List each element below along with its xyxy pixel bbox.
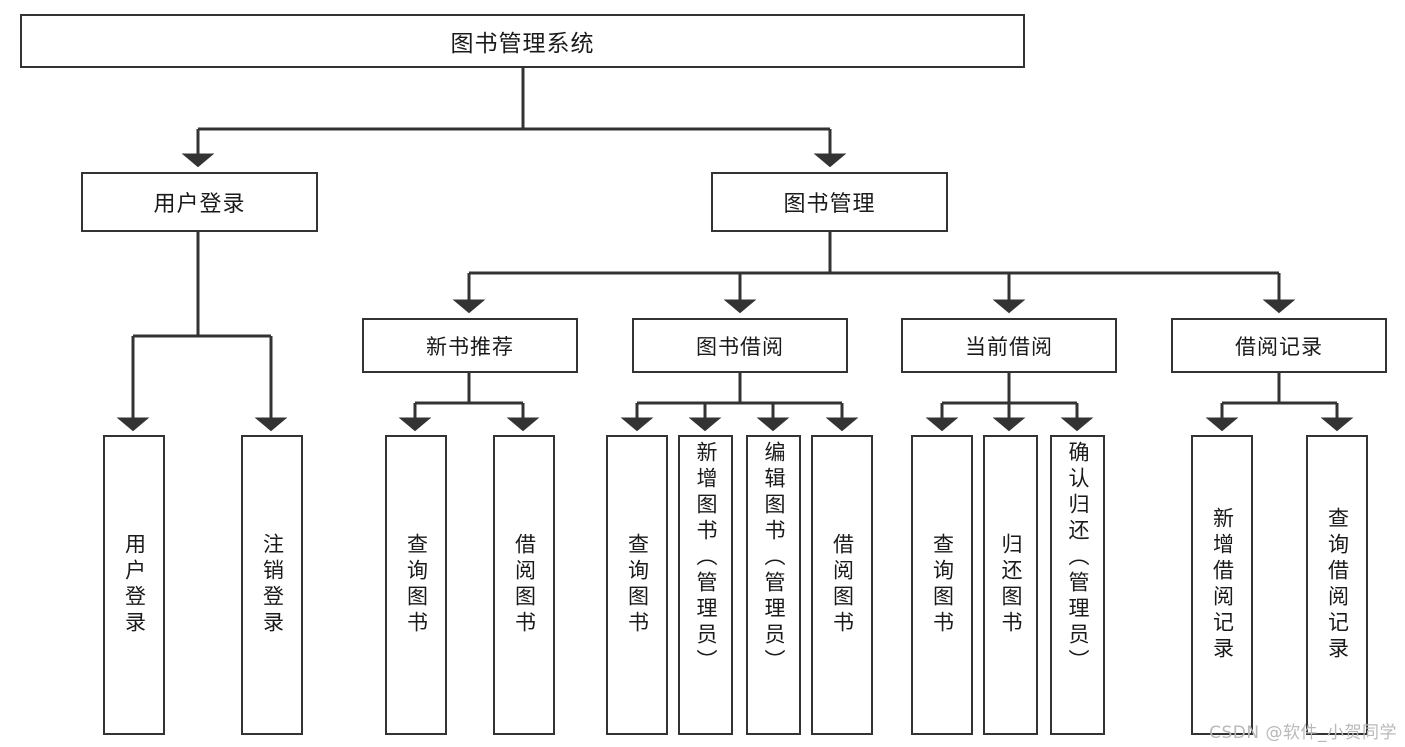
leaf-text-wrap: 确认归还（管理员） xyxy=(1052,437,1103,737)
leaf-query-borrow-record[interactable]: 查询借阅记录 xyxy=(1306,435,1368,735)
node-book-management[interactable]: 图书管理 xyxy=(711,172,948,232)
leaf-return-book[interactable]: 归还图书 xyxy=(983,435,1038,735)
leaf-text-wrap: 新增借阅记录 xyxy=(1193,437,1251,733)
node-user-login[interactable]: 用户登录 xyxy=(81,172,318,232)
node-label: 图书借阅 xyxy=(696,334,784,359)
node-label: 用户登录 xyxy=(153,192,246,217)
leaf-user-login[interactable]: 用户登录 xyxy=(103,435,165,735)
leaf-text-wrap: 新增图书（管理员） xyxy=(680,437,731,737)
node-label: 新增借阅记录 xyxy=(1210,507,1235,663)
leaf-add-book-admin[interactable]: 新增图书（管理员） xyxy=(678,435,733,735)
leaf-text-wrap: 借阅图书 xyxy=(495,437,553,733)
leaf-text-wrap: 编辑图书（管理员） xyxy=(748,437,799,737)
leaf-confirm-return-admin[interactable]: 确认归还（管理员） xyxy=(1050,435,1105,735)
leaf-text-wrap: 查询图书 xyxy=(913,437,971,733)
leaf-text-wrap: 借阅图书 xyxy=(813,437,871,733)
leaf-user-logout[interactable]: 注销登录 xyxy=(241,435,303,735)
node-label: 编辑图书（管理员） xyxy=(762,441,786,675)
node-label: 归还图书 xyxy=(999,533,1023,637)
node-label: 查询图书 xyxy=(930,533,955,637)
leaf-add-borrow-record[interactable]: 新增借阅记录 xyxy=(1191,435,1253,735)
node-label: 借阅记录 xyxy=(1235,334,1323,359)
leaf-text-wrap: 用户登录 xyxy=(105,437,163,733)
leaf-borrow-book-recommend[interactable]: 借阅图书 xyxy=(493,435,555,735)
leaf-edit-book-admin[interactable]: 编辑图书（管理员） xyxy=(746,435,801,735)
leaf-query-book-current[interactable]: 查询图书 xyxy=(911,435,973,735)
node-label: 借阅图书 xyxy=(830,533,855,637)
node-label: 确认归还（管理员） xyxy=(1066,441,1090,675)
node-library-management-system[interactable]: 图书管理系统 xyxy=(20,14,1025,68)
node-label: 查询借阅记录 xyxy=(1325,507,1350,663)
node-book-borrow[interactable]: 图书借阅 xyxy=(632,318,848,373)
node-label: 新书推荐 xyxy=(426,334,514,359)
node-label: 图书管理系统 xyxy=(450,31,595,57)
node-label: 用户登录 xyxy=(122,533,147,637)
leaf-borrow-book[interactable]: 借阅图书 xyxy=(811,435,873,735)
leaf-text-wrap: 查询图书 xyxy=(608,437,666,733)
node-label: 图书管理 xyxy=(783,192,876,217)
node-current-borrow[interactable]: 当前借阅 xyxy=(901,318,1117,373)
leaf-text-wrap: 归还图书 xyxy=(985,437,1036,733)
node-borrow-record[interactable]: 借阅记录 xyxy=(1171,318,1387,373)
node-label: 查询图书 xyxy=(625,533,650,637)
watermark: CSDN @软件_小贺同学 xyxy=(1209,723,1397,743)
node-label: 当前借阅 xyxy=(965,334,1053,359)
node-label: 注销登录 xyxy=(260,533,285,637)
leaf-query-book-borrow[interactable]: 查询图书 xyxy=(606,435,668,735)
node-new-book-recommend[interactable]: 新书推荐 xyxy=(362,318,578,373)
leaf-text-wrap: 查询图书 xyxy=(387,437,445,733)
leaf-text-wrap: 注销登录 xyxy=(243,437,301,733)
node-label: 新增图书（管理员） xyxy=(694,441,718,675)
node-label: 借阅图书 xyxy=(512,533,537,637)
node-label: 查询图书 xyxy=(404,533,429,637)
leaf-query-book-recommend[interactable]: 查询图书 xyxy=(385,435,447,735)
leaf-text-wrap: 查询借阅记录 xyxy=(1308,437,1366,733)
